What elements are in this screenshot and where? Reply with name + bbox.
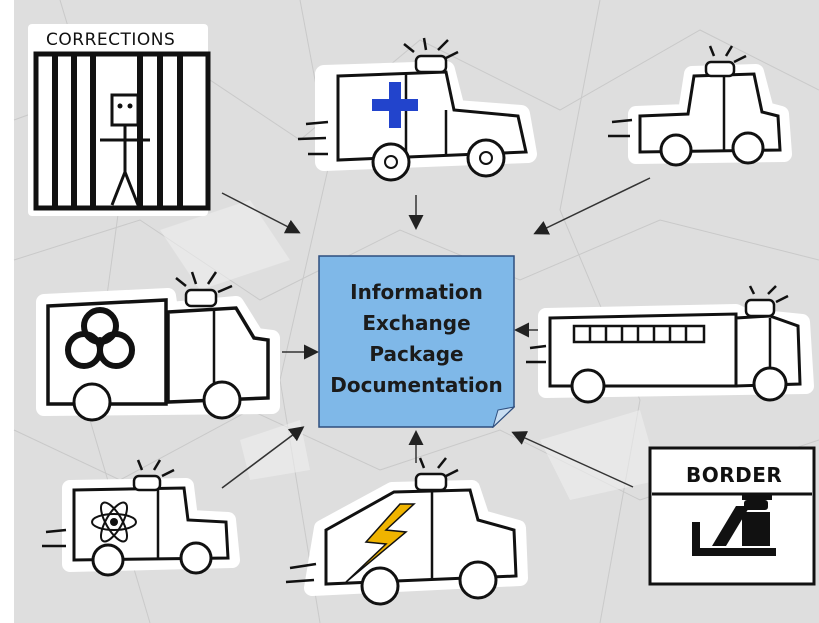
border-label: BORDER	[686, 463, 783, 487]
note-shape	[318, 255, 515, 428]
iepd-note: Information Exchange Package Documentati…	[318, 255, 515, 428]
jail-cell-icon	[28, 24, 211, 216]
arrow-police-car	[533, 177, 651, 235]
utility-van-icon	[285, 457, 528, 606]
arrow-border	[511, 431, 634, 488]
radiation-van-icon	[42, 459, 240, 577]
hazmat-truck-icon	[36, 271, 280, 422]
corrections-label: CORRECTIONS	[46, 30, 176, 50]
iepd-title: Information Exchange Package Documentati…	[318, 277, 515, 401]
police-car-icon	[608, 45, 792, 167]
arrow-radiation-van	[221, 426, 305, 489]
iepd-line-1: Information	[350, 280, 483, 304]
iepd-line-2: Exchange	[362, 311, 471, 335]
arrows	[221, 177, 651, 489]
ambulance-icon	[297, 37, 537, 182]
border-patrol-icon	[648, 446, 816, 586]
iepd-line-3: Package	[369, 342, 464, 366]
fire-truck-icon	[526, 285, 814, 404]
iepd-line-4: Documentation	[330, 373, 503, 397]
arrow-corrections	[221, 192, 301, 234]
